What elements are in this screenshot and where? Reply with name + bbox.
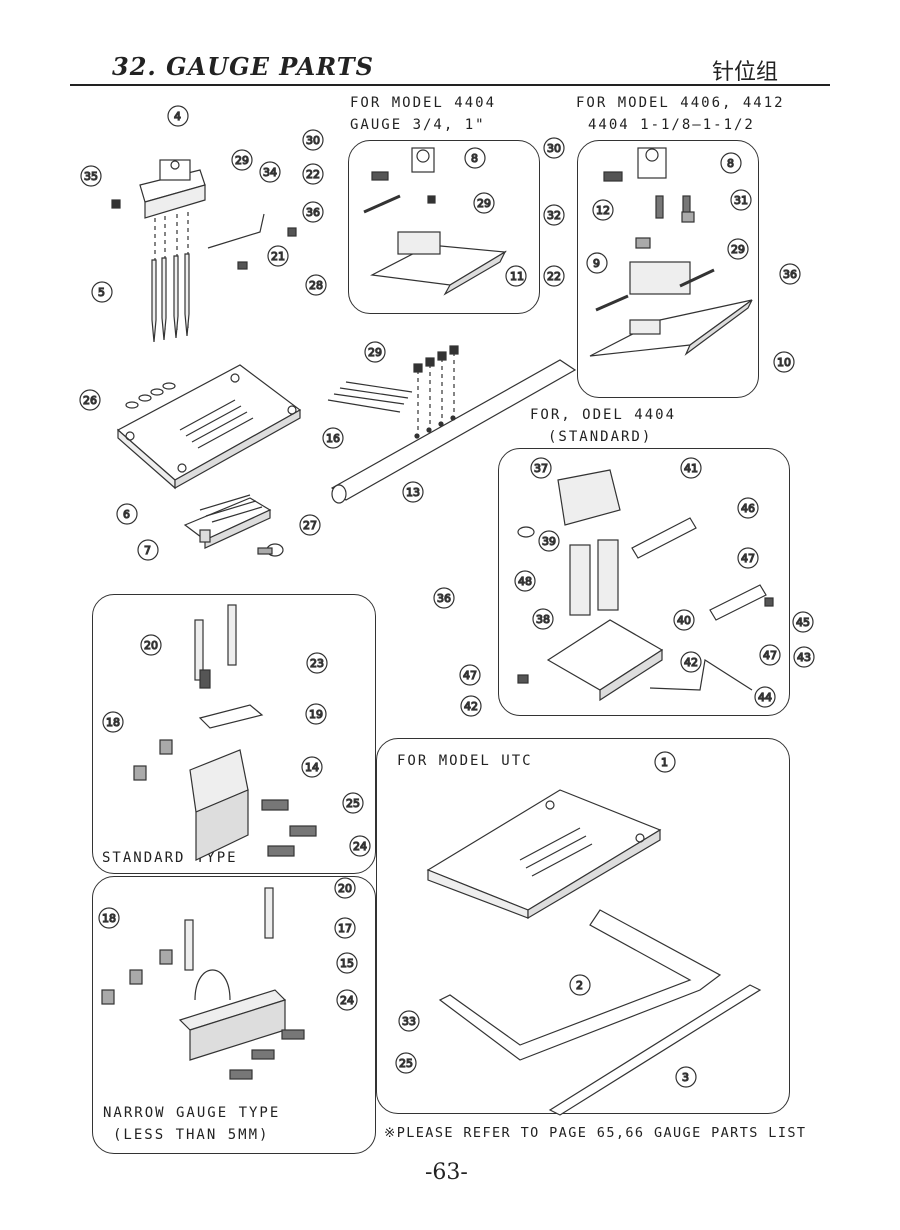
svg-text:36: 36 — [306, 206, 320, 219]
svg-text:10: 10 — [777, 356, 791, 369]
frame-narrow-gauge — [92, 876, 376, 1154]
svg-text:29: 29 — [368, 346, 382, 359]
svg-text:47: 47 — [463, 669, 477, 682]
note-narrow-line1: NARROW GAUGE TYPE — [103, 1105, 281, 1121]
presser-foot-drawing — [183, 494, 284, 557]
svg-text:29: 29 — [731, 243, 745, 256]
svg-text:25: 25 — [399, 1057, 413, 1070]
standard-type-drawing — [133, 604, 317, 861]
svg-text:27: 27 — [303, 519, 317, 532]
svg-text:41: 41 — [684, 462, 698, 475]
svg-text:29: 29 — [477, 197, 491, 210]
svg-text:42: 42 — [464, 700, 478, 713]
model-utc-drawing — [426, 789, 762, 1116]
note-model-4406-line1: FOR MODEL 4406, 4412 — [576, 95, 785, 111]
model-4406-drawing — [589, 147, 753, 357]
svg-text:1: 1 — [661, 756, 668, 769]
svg-text:46: 46 — [741, 502, 755, 515]
svg-text:40: 40 — [677, 614, 691, 627]
svg-text:45: 45 — [796, 616, 810, 629]
svg-text:34: 34 — [263, 166, 277, 179]
svg-text:14: 14 — [305, 761, 319, 774]
svg-text:15: 15 — [340, 957, 354, 970]
svg-text:22: 22 — [547, 270, 561, 283]
needle-clamp-drawing — [111, 159, 297, 343]
svg-text:18: 18 — [106, 716, 120, 729]
svg-text:8: 8 — [471, 152, 478, 165]
svg-text:35: 35 — [84, 170, 98, 183]
note-model-4404-line1: FOR MODEL 4404 — [350, 95, 497, 111]
svg-text:11: 11 — [510, 270, 524, 283]
frame-odel-4404 — [498, 448, 790, 716]
page-number: -63- — [425, 1160, 468, 1185]
svg-text:32: 32 — [547, 209, 561, 222]
svg-text:23: 23 — [310, 657, 324, 670]
svg-text:37: 37 — [534, 462, 548, 475]
narrow-gauge-drawing — [101, 887, 305, 1080]
svg-text:44: 44 — [758, 691, 772, 704]
svg-text:24: 24 — [340, 994, 354, 1007]
svg-text:17: 17 — [338, 922, 352, 935]
svg-text:48: 48 — [518, 575, 532, 588]
svg-text:42: 42 — [684, 656, 698, 669]
svg-text:39: 39 — [542, 535, 556, 548]
svg-text:38: 38 — [536, 613, 550, 626]
callout-bubbles: 4 35 29 34 5 21 28 30 22 36 8 29 11 30 8… — [79, 105, 815, 1088]
svg-text:30: 30 — [547, 142, 561, 155]
svg-text:31: 31 — [734, 194, 748, 207]
note-model-4406-line2: 4404 1-1/8—1-1/2 — [588, 117, 755, 133]
svg-text:29: 29 — [235, 154, 249, 167]
svg-text:19: 19 — [309, 708, 323, 721]
section-title-chinese: 针位组 — [711, 60, 778, 85]
svg-text:20: 20 — [144, 639, 158, 652]
needle-plate-drawing — [116, 364, 302, 490]
svg-text:6: 6 — [123, 508, 130, 521]
frame-model-4404 — [348, 140, 540, 314]
svg-text:8: 8 — [727, 157, 734, 170]
note-odel-line1: FOR, ODEL 4404 — [530, 407, 677, 423]
svg-text:28: 28 — [309, 279, 323, 292]
svg-text:16: 16 — [326, 432, 340, 445]
model-4404-drawing — [363, 147, 507, 296]
svg-text:22: 22 — [306, 168, 320, 181]
svg-text:33: 33 — [402, 1015, 416, 1028]
frame-model-utc — [376, 738, 790, 1114]
needle-bar-drawing — [327, 345, 577, 504]
frame-model-4406 — [577, 140, 759, 398]
header-rule — [70, 84, 830, 86]
note-model-4404-line2: GAUGE 3/4, 1" — [350, 117, 486, 133]
svg-text:25: 25 — [346, 797, 360, 810]
svg-text:26: 26 — [83, 394, 97, 407]
svg-text:13: 13 — [406, 486, 420, 499]
svg-text:3: 3 — [682, 1071, 689, 1084]
svg-text:24: 24 — [353, 840, 367, 853]
svg-text:18: 18 — [102, 912, 116, 925]
footnote: ※PLEASE REFER TO PAGE 65,66 GAUGE PARTS … — [384, 1125, 807, 1141]
svg-text:47: 47 — [741, 552, 755, 565]
odel-4404-drawing — [517, 469, 774, 702]
svg-text:9: 9 — [593, 257, 600, 270]
svg-text:20: 20 — [338, 882, 352, 895]
svg-text:36: 36 — [783, 268, 797, 281]
svg-text:5: 5 — [98, 286, 105, 299]
svg-text:21: 21 — [271, 250, 285, 263]
note-odel-line2: (STANDARD) — [548, 429, 653, 445]
section-title: 32. GAUGE PARTS — [112, 52, 374, 81]
note-narrow-line2: (LESS THAN 5MM) — [113, 1127, 270, 1143]
svg-text:4: 4 — [174, 110, 181, 123]
svg-text:36: 36 — [437, 592, 451, 605]
svg-text:30: 30 — [306, 134, 320, 147]
svg-text:47: 47 — [763, 649, 777, 662]
frame-standard-type — [92, 594, 376, 874]
svg-text:43: 43 — [797, 651, 811, 664]
note-model-utc: FOR MODEL UTC — [397, 753, 533, 769]
svg-text:2: 2 — [576, 979, 583, 992]
svg-text:12: 12 — [596, 204, 610, 217]
svg-text:7: 7 — [144, 544, 151, 557]
